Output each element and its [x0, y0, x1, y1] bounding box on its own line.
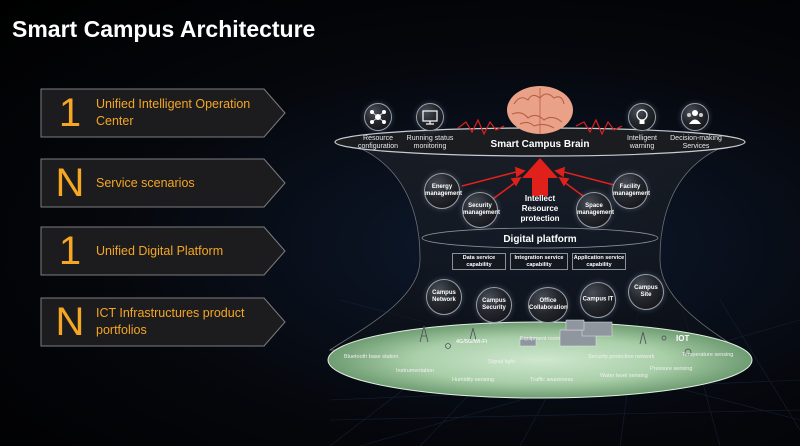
left-list-text: Service scenarios [96, 175, 195, 190]
campus-site-label: Campus Site [634, 285, 658, 298]
space-management-node: Space management [576, 192, 615, 228]
intelligent-warning-node [628, 103, 656, 131]
lightbulb-icon [636, 109, 648, 124]
left-list-text: Unified Digital Platform [96, 243, 224, 258]
data-service-capability-box: Data service capability [452, 253, 506, 270]
campus-security-label: Campus Security [482, 298, 506, 311]
left-list-item-2: N Service scenarios [40, 158, 286, 208]
left-list-text: Unified Intelligent Operation Center [96, 97, 251, 128]
red-up-arrow [522, 158, 558, 196]
left-list-number: 1 [58, 91, 82, 135]
integration-service-capability-box: Integration service capability [510, 253, 568, 270]
campus-site-node: Campus Site [628, 274, 664, 310]
ground-label-pressure: Pressure sensing [650, 366, 693, 372]
space-management-label: Space management [577, 203, 615, 216]
energy-management-node: Energy management [424, 173, 463, 209]
left-list-item-3: 1 Unified Digital Platform [40, 226, 286, 276]
security-management-label: Security management [463, 203, 501, 216]
left-list-number: 1 [58, 229, 82, 273]
people-icon [687, 110, 703, 124]
arrow-box-shape [40, 226, 286, 276]
ground-label-security-network: Security protection network [588, 354, 655, 360]
campus-security-node: Campus Security [476, 287, 512, 323]
ground-label-bluetooth: Bluetooth base station [344, 354, 399, 360]
arrow-box-shape [40, 297, 286, 347]
ground-label-temperature: Temperature sensing [682, 352, 734, 358]
platform-ring [421, 227, 659, 249]
ground-label-signal-light: Signal light [488, 359, 515, 365]
campus-it-node: Campus IT [580, 282, 616, 318]
intelligent-warning-label: Intelligent warning [627, 135, 657, 150]
security-management-node: Security management [462, 192, 501, 228]
running-status-monitoring-node [416, 103, 444, 131]
ground-label-equipment-room: Equipment room [520, 336, 561, 342]
campus-network-node: Campus Network [426, 279, 462, 315]
ground-label-water-level: Water level sensing [600, 373, 648, 379]
arrow-box-shape [40, 158, 286, 208]
campus-network-label: Campus Network [432, 290, 456, 303]
ground-towers [419, 325, 692, 356]
ground-label-traffic: Traffic awareness [530, 377, 574, 383]
ground-label-wifi: 4G/5G/Wi-Fi [456, 339, 488, 345]
zigzag-signal-left [457, 118, 505, 136]
network-nodes-icon [370, 110, 386, 124]
ground-disc [327, 321, 753, 399]
office-collaboration-label: Office Collaboration [529, 298, 568, 311]
resource-configuration-label: Resource configuration [357, 135, 399, 150]
digital-platform-title: Digital platform [503, 234, 577, 245]
application-service-capability-box: Application service capability [572, 253, 626, 270]
ground-label-humidity: Humidity sensing [452, 377, 494, 383]
page-title: Smart Campus Architecture [12, 16, 316, 42]
left-list-number: N [55, 161, 85, 205]
ground-buildings [519, 319, 613, 347]
brain-icon [507, 86, 573, 134]
smart-campus-brain-title: Smart Campus Brain [490, 139, 590, 150]
office-collaboration-node: Office Collaboration [528, 287, 568, 323]
zigzag-signal-right [575, 118, 623, 136]
decision-making-node [681, 103, 709, 131]
running-status-monitoring-label: Running status monitoring [406, 135, 454, 150]
facility-management-label: Facility management [613, 184, 651, 197]
left-list-item-1: 1 Unified Intelligent Operation Center [40, 88, 286, 138]
monitor-icon [422, 110, 438, 125]
left-list-text: ICT Infrastructures product portfolios [96, 306, 245, 337]
ground-label-instrumentation: Instrumentation [396, 368, 434, 374]
resource-configuration-node [364, 103, 392, 131]
iot-label: IOT [676, 334, 690, 343]
decision-making-label: Decision-making Services [670, 135, 722, 150]
left-list-number: N [55, 300, 85, 344]
left-list-item-4: N ICT Infrastructures product portfolios [40, 297, 286, 347]
facility-management-node: Facility management [612, 173, 651, 209]
campus-it-label: Campus IT [582, 296, 614, 303]
energy-management-label: Energy management [425, 184, 463, 197]
arrow-box-shape [40, 88, 286, 138]
intellect-resource-protection-label: Intellect Resource protection [520, 194, 560, 223]
